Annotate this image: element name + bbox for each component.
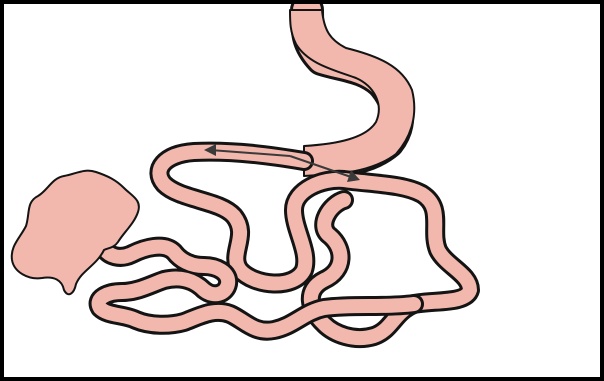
- digestive-tract-illustration: [4, 4, 600, 377]
- large-intestine-segment: [12, 171, 139, 295]
- small-intestine: [99, 152, 470, 338]
- stomach: [290, 10, 414, 176]
